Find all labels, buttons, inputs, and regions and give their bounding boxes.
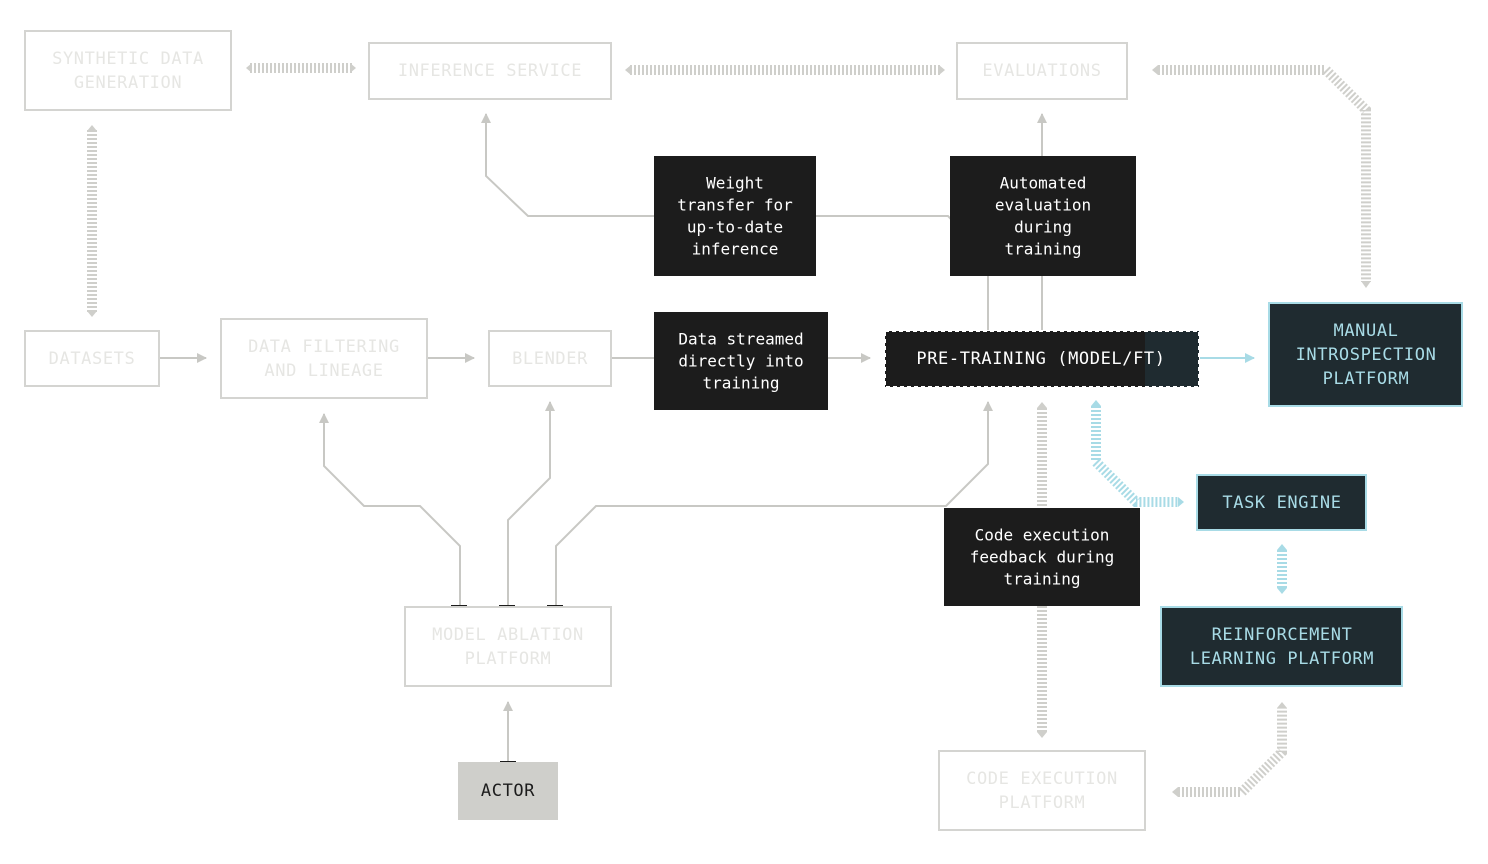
node-label: INFERENCE SERVICE bbox=[398, 61, 582, 81]
node-blender[interactable]: BLENDER bbox=[488, 330, 612, 387]
node-label: PLATFORM bbox=[999, 793, 1086, 813]
connector-ablation-pretraining bbox=[555, 401, 993, 606]
connector-ablation-filtering bbox=[319, 413, 461, 606]
node-label: MODEL ABLATION bbox=[432, 625, 584, 645]
note-line: inference bbox=[692, 240, 779, 259]
node-evaluations[interactable]: EVALUATIONS bbox=[956, 42, 1128, 100]
node-reinforcement-learning[interactable]: REINFORCEMENT LEARNING PLATFORM bbox=[1160, 606, 1403, 687]
node-label: ACTOR bbox=[481, 781, 535, 801]
node-label: REINFORCEMENT bbox=[1212, 625, 1353, 645]
link-synthetic-inference bbox=[246, 63, 356, 73]
link-task-engine-rl bbox=[1277, 544, 1287, 594]
note-weight-transfer: Weight transfer for up-to-date inference bbox=[654, 156, 816, 276]
link-pretraining-task-engine bbox=[1091, 400, 1184, 507]
node-pre-training[interactable]: PRE-TRAINING (MODEL/FT) bbox=[884, 330, 1200, 388]
node-task-engine[interactable]: TASK ENGINE bbox=[1196, 474, 1367, 531]
note-data-streamed: Data streamed directly into training bbox=[654, 312, 828, 410]
node-label: BLENDER bbox=[512, 349, 588, 369]
node-label: LEARNING PLATFORM bbox=[1190, 649, 1374, 669]
link-pretraining-code-execution bbox=[1037, 402, 1047, 738]
note-line: training bbox=[1004, 240, 1081, 259]
node-label: AND LINEAGE bbox=[264, 361, 383, 381]
note-line: Code execution bbox=[975, 526, 1110, 545]
note-line: transfer for bbox=[677, 196, 793, 215]
note-automated-evaluation: Automated evaluation during training bbox=[950, 156, 1136, 276]
node-inference-service[interactable]: INFERENCE SERVICE bbox=[368, 42, 612, 100]
note-line: training bbox=[702, 374, 779, 393]
link-evaluations-manual bbox=[1152, 65, 1371, 288]
node-label: TASK ENGINE bbox=[1222, 493, 1341, 513]
note-line: during bbox=[1014, 218, 1072, 237]
node-code-execution-platform[interactable]: CODE EXECUTION PLATFORM bbox=[938, 750, 1146, 831]
node-label: MANUAL bbox=[1333, 321, 1398, 341]
connector-ablation-blender bbox=[507, 401, 555, 606]
note-line: directly into bbox=[678, 352, 803, 371]
node-label: CODE EXECUTION bbox=[966, 769, 1118, 789]
note-line: Data streamed bbox=[678, 330, 803, 349]
node-synthetic-data-generation[interactable]: SYNTHETIC DATA GENERATION bbox=[24, 30, 232, 111]
link-synthetic-datasets bbox=[87, 125, 97, 317]
node-datasets[interactable]: DATASETS bbox=[24, 330, 160, 387]
node-label: DATASETS bbox=[49, 349, 136, 369]
node-label: PLATFORM bbox=[1323, 369, 1410, 389]
node-label: PRE-TRAINING (MODEL/FT) bbox=[916, 349, 1165, 369]
note-line: training bbox=[1003, 570, 1080, 589]
link-inference-evaluations bbox=[625, 65, 945, 75]
node-actor[interactable]: ACTOR bbox=[458, 762, 558, 820]
link-code-execution-rl bbox=[1172, 702, 1287, 797]
note-line: feedback during bbox=[970, 548, 1115, 567]
node-label: GENERATION bbox=[74, 73, 182, 93]
note-line: Automated bbox=[1000, 174, 1087, 193]
note-line: up-to-date bbox=[687, 218, 783, 237]
node-label: INTROSPECTION bbox=[1296, 345, 1437, 365]
note-line: Weight bbox=[706, 174, 764, 193]
node-label: EVALUATIONS bbox=[982, 61, 1101, 81]
node-manual-introspection[interactable]: MANUAL INTROSPECTION PLATFORM bbox=[1268, 302, 1463, 407]
connector-ticks bbox=[158, 350, 612, 763]
node-data-filtering[interactable]: DATA FILTERING AND LINEAGE bbox=[220, 318, 428, 399]
node-label: PLATFORM bbox=[465, 649, 552, 669]
node-model-ablation[interactable]: MODEL ABLATION PLATFORM bbox=[404, 606, 612, 687]
node-label: DATA FILTERING bbox=[248, 337, 400, 357]
note-code-feedback: Code execution feedback during training bbox=[944, 508, 1140, 606]
hatched-links bbox=[87, 63, 1371, 797]
node-label: SYNTHETIC DATA bbox=[52, 49, 204, 69]
note-line: evaluation bbox=[995, 196, 1091, 215]
